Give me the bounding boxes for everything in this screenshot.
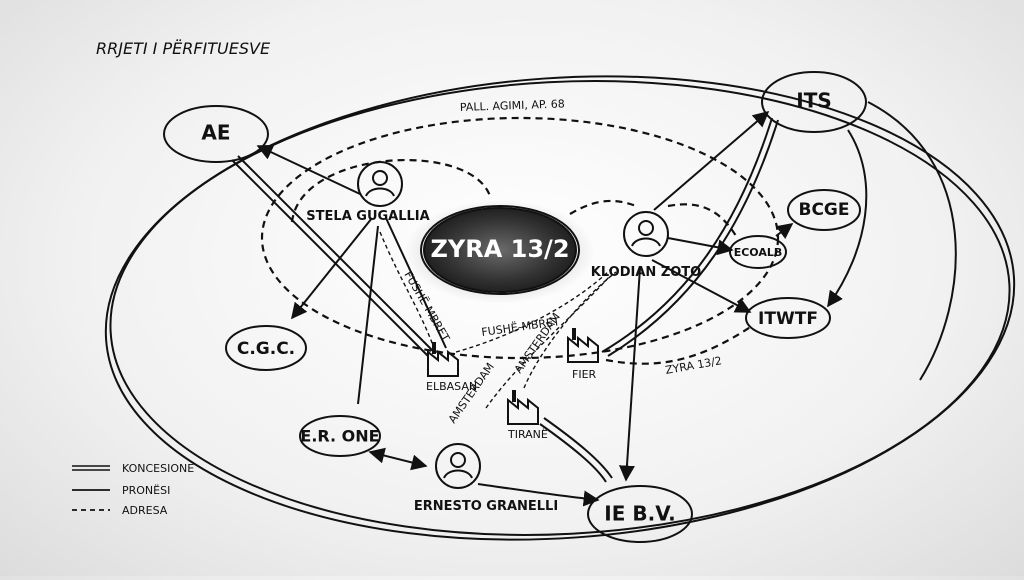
node-itwtf-label: ITWTF [758, 309, 818, 329]
user-icon [372, 170, 388, 186]
edge-label-amsterdam-1: AMSTERDAM [446, 360, 497, 425]
legend-pronesi: PRONËSI [122, 484, 170, 497]
edge-label-zyra-13-2: ZYRA 13/2 [664, 354, 723, 377]
person-ernesto[interactable]: ERNESTO GRANELLI [414, 443, 558, 514]
factory-icon [427, 349, 459, 377]
person-klodian[interactable]: KLODIAN ZOTO [591, 211, 701, 280]
legend: KONCESIONE PRONËSI ADRESA [72, 462, 194, 517]
node-cgc[interactable]: C.G.C. [225, 325, 307, 371]
node-ae[interactable]: AE [163, 105, 269, 163]
node-ie-bv-label: IE B.V. [604, 502, 675, 526]
place-fier[interactable]: FIER [567, 328, 599, 381]
address-center-klodian [569, 199, 637, 215]
place-elbasan[interactable]: ELBASAN [426, 342, 477, 393]
node-its[interactable]: ITS [761, 71, 867, 133]
node-er-one-label: E.R. ONE [300, 427, 379, 446]
node-ecoalb-label: ECOALB [734, 246, 783, 259]
address-links [379, 203, 753, 409]
diagram-title: RRJETI I PËRFITUESVE [96, 39, 271, 58]
user-icon [450, 452, 466, 468]
person-ernesto-label: ERNESTO GRANELLI [414, 499, 558, 514]
place-elbasan-label: ELBASAN [426, 380, 477, 393]
node-ae-label: AE [201, 121, 230, 145]
node-cgc-label: C.G.C. [237, 339, 295, 359]
concession-lines [231, 117, 779, 483]
person-klodian-label: KLODIAN ZOTO [591, 265, 701, 280]
center-node-sketch [420, 205, 580, 295]
node-bcge[interactable]: BCGE [787, 189, 861, 231]
center-node [423, 207, 577, 293]
place-tirane[interactable]: TIRANË [507, 390, 548, 441]
legend-koncesione: KONCESIONE [122, 462, 194, 475]
node-its-label: ITS [796, 89, 832, 113]
factory-icon [567, 335, 599, 363]
person-stela[interactable]: STELA GUGALLIA [306, 161, 430, 224]
node-itwtf[interactable]: ITWTF [745, 297, 831, 339]
center-node-label: ZYRA 13/2 [430, 235, 569, 263]
legend-adresa: ADRESA [122, 504, 168, 517]
place-tirane-label: TIRANË [507, 428, 548, 441]
outer-boundary-sketch [109, 80, 1011, 536]
place-fier-label: FIER [572, 368, 597, 381]
edge-label-pall-agimi: PALL. AGIMI, AP. 68 [460, 97, 565, 114]
node-ie-bv[interactable]: IE B.V. [587, 485, 693, 543]
node-er-one[interactable]: E.R. ONE [299, 415, 381, 457]
ownership-arrows [256, 101, 957, 507]
factory-icon [507, 397, 539, 425]
node-ecoalb[interactable]: ECOALB [729, 235, 787, 269]
outer-boundary [104, 75, 1016, 541]
person-stela-label: STELA GUGALLIA [306, 209, 429, 224]
user-icon [638, 220, 654, 236]
address-loop-stela [290, 158, 492, 223]
node-bcge-label: BCGE [799, 200, 850, 220]
